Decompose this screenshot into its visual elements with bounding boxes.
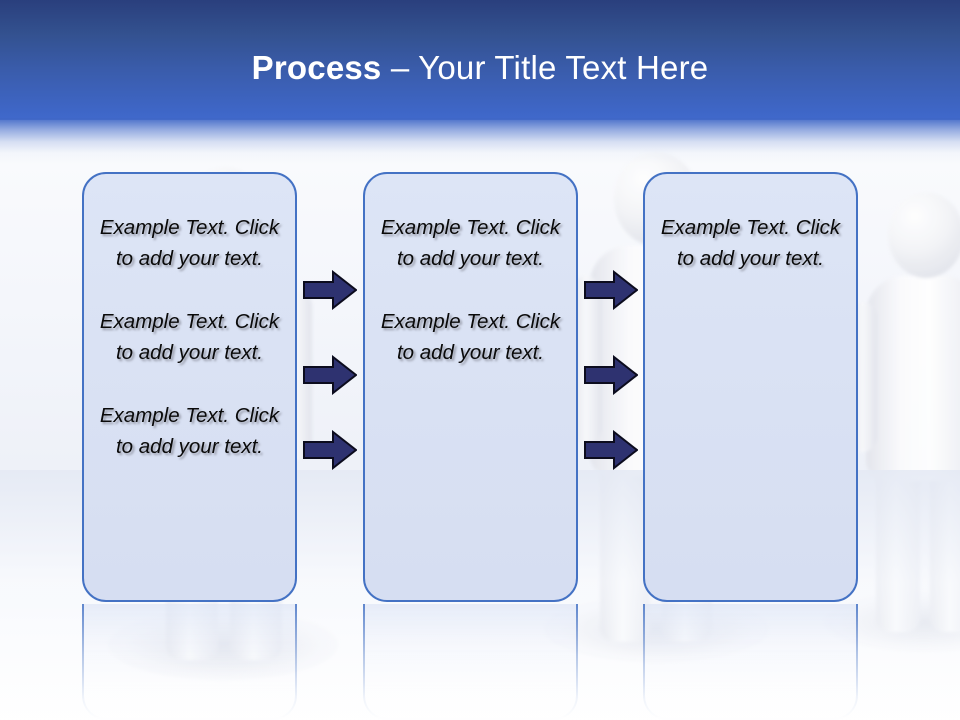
header-fade bbox=[0, 118, 960, 164]
right-arrow-icon[interactable] bbox=[584, 270, 638, 310]
process-box-3-reflection bbox=[643, 604, 858, 720]
page-title-rest: – Your Title Text Here bbox=[381, 49, 709, 86]
process-box-2-text-1[interactable]: Example Text. Click to add your text. bbox=[380, 216, 561, 270]
right-arrow-icon[interactable] bbox=[584, 430, 638, 470]
figure-head bbox=[888, 192, 960, 278]
right-arrow-icon[interactable] bbox=[303, 270, 357, 310]
process-box-2-text-2[interactable]: Example Text. Click to add your text. bbox=[380, 310, 561, 364]
page-title: Process – Your Title Text Here bbox=[0, 48, 960, 88]
process-box-3-text-1[interactable]: Example Text. Click to add your text. bbox=[660, 216, 841, 270]
process-box-1-reflection bbox=[82, 604, 297, 720]
process-box-1-text-3[interactable]: Example Text. Click to add your text. bbox=[99, 404, 280, 458]
process-box-1[interactable]: Example Text. Click to add your text. Ex… bbox=[82, 172, 297, 602]
process-box-1-text-2[interactable]: Example Text. Click to add your text. bbox=[99, 310, 280, 364]
header-band bbox=[0, 0, 960, 120]
page-title-strong: Process bbox=[251, 49, 382, 86]
process-box-2-reflection bbox=[363, 604, 578, 720]
right-arrow-icon[interactable] bbox=[303, 355, 357, 395]
right-arrow-icon[interactable] bbox=[303, 430, 357, 470]
right-arrow-icon[interactable] bbox=[584, 355, 638, 395]
figure-torso bbox=[866, 276, 960, 481]
process-box-2[interactable]: Example Text. Click to add your text. Ex… bbox=[363, 172, 578, 602]
process-box-3[interactable]: Example Text. Click to add your text. bbox=[643, 172, 858, 602]
process-box-1-text-1[interactable]: Example Text. Click to add your text. bbox=[99, 216, 280, 270]
